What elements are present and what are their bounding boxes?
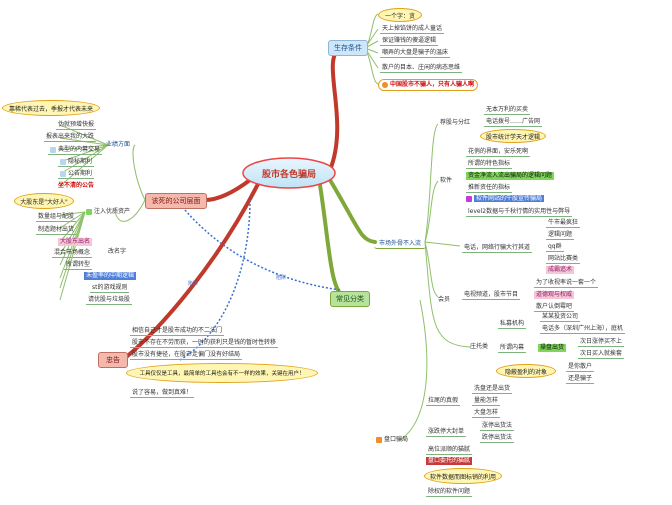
assets-item-4: 所谓转型 bbox=[64, 261, 93, 270]
branch-line-company bbox=[203, 178, 252, 202]
assets-label: 注入优质资产 bbox=[86, 208, 130, 216]
company-oval-1: 靠稀代表过去，季报才代表未来 bbox=[2, 100, 100, 116]
survival-warning: 中国股市不骗人，只有人骗人啊 bbox=[378, 79, 479, 91]
advice-item-2: 股市不存在不劳而获，一时的获利只是钱的暂时性转移 bbox=[130, 339, 279, 348]
org-label: 私募机构 bbox=[498, 320, 527, 329]
arrow-label-2: 陷阱 bbox=[188, 281, 199, 287]
rec-label: 荐股与分红 bbox=[440, 119, 471, 126]
assets-item-2: 制造题材出货 bbox=[36, 226, 77, 235]
tv-pink: 道德观与权威 bbox=[534, 291, 575, 299]
last-item-1: 未盈率的中期逻辑 bbox=[84, 272, 137, 280]
tv-item-1: 为了收视率说一套一个 bbox=[534, 279, 599, 288]
advice-last: 说了容易，做到真难！ bbox=[130, 389, 195, 398]
survival-item-2: 保证赚钱的傻逼逻辑 bbox=[380, 37, 439, 46]
soft-item-4: level2数据与千秋行情的实用性与弊导 bbox=[466, 208, 573, 217]
pankou-label: 盘口骗局 bbox=[376, 436, 408, 444]
insider-item-2: 次日买入就挨套 bbox=[578, 350, 625, 359]
center-title: 股市各色骗局 bbox=[261, 169, 316, 180]
last-item-2: st的游戏规则 bbox=[90, 284, 130, 293]
soft-item-2: 所谓的特色指标 bbox=[466, 160, 513, 169]
advice-oval: 工具仅仅是工具，最简单的工具也会有不一样的效果，关键在用户！ bbox=[126, 363, 318, 383]
zhuang-end-1: 是你散户 bbox=[566, 363, 595, 372]
company-oval-2: 大股东是"大好人" bbox=[14, 193, 74, 209]
org-item-1: 某某投资公司 bbox=[540, 313, 581, 322]
zhuang-oval: 隐蔽盈利的对象 bbox=[496, 364, 556, 378]
rec-item-2: 电话拨号……广告网 bbox=[484, 118, 543, 127]
pankou-sub-4: 涨停出货法 bbox=[480, 422, 515, 431]
survival-item-1: 天上掉馅饼的成人童话 bbox=[380, 25, 445, 34]
soft-label: 软件 bbox=[440, 177, 453, 184]
arrow-label-1: 陷阱 bbox=[276, 275, 287, 281]
phone-item-2: 逻辑问题 bbox=[546, 231, 575, 240]
branch-company[interactable]: 该死的公司层面 bbox=[145, 193, 207, 209]
branch-line-survival bbox=[328, 46, 342, 172]
survival-oval: 一个字：贪 bbox=[378, 8, 422, 22]
last-item-3: 请优股与垃圾股 bbox=[86, 296, 133, 305]
zhuang-end-2: 还是骗子 bbox=[566, 375, 595, 384]
pankou-red-blue: 盘口委托的猫腻 bbox=[426, 457, 473, 465]
phone-item-3: qq群 bbox=[546, 243, 564, 252]
pankou-sub-1: 洗盘还是出货 bbox=[472, 385, 513, 394]
center-node[interactable] bbox=[242, 157, 336, 189]
perf-item-red: 坐不清的公告 bbox=[58, 182, 95, 189]
tv-label: 电视频道，股市节目 bbox=[462, 291, 521, 300]
branch-market[interactable]: 市场外骨不入流 bbox=[374, 237, 426, 249]
rec-item-1: 无本万利的买卖 bbox=[484, 106, 531, 115]
survival-item-4: 散户的目本、庄闲的病态思维 bbox=[380, 64, 463, 73]
perf-item-3: 典型的内幕交易 bbox=[48, 146, 103, 155]
perf-item-1: 伪就预增快报 bbox=[56, 121, 97, 130]
pankou-sub-2: 量能怎样 bbox=[472, 397, 501, 406]
pankou-item-3: 高位派顺的猫腻 bbox=[426, 446, 473, 455]
member-label: 会员 bbox=[438, 296, 451, 303]
phone-label: 电话，网络行骗大行其道 bbox=[462, 244, 533, 253]
branch-line-advice bbox=[123, 178, 262, 360]
phone-item-1: 牛市最疯狂 bbox=[546, 219, 581, 228]
phone-pink: 成霸追术 bbox=[546, 266, 575, 274]
advice-item-1: 相信自己才是股市成功的不二法门 bbox=[130, 327, 225, 336]
side-rename: 改名字 bbox=[108, 248, 127, 255]
soft-green: 资金净流入流出骗局的逻辑问题 bbox=[466, 172, 555, 180]
insider-label: 所谓内幕 bbox=[498, 344, 527, 353]
soft-blue: 软件网站的牛股宣传骗局 bbox=[466, 195, 545, 203]
pankou-sub-5: 跌停出货法 bbox=[480, 434, 515, 443]
org-item-2: 电话多（深圳广州上海），庭机 bbox=[540, 325, 626, 334]
assets-item-1: 数量组与配股 bbox=[36, 213, 77, 222]
assets-item-3: 混合市场概念 bbox=[52, 249, 93, 258]
survival-item-3: 嘲弄的大盘是骗子的温床 bbox=[380, 49, 451, 58]
dotted-arrow-1 bbox=[184, 209, 341, 291]
branch-line-market bbox=[328, 178, 377, 244]
phone-item-4: 网站比赛类 bbox=[546, 255, 581, 264]
branch-classify[interactable]: 常见分类 bbox=[330, 291, 370, 307]
perf-label: 业绩方面 bbox=[106, 141, 131, 148]
soft-item-1: 花俏的界面，安乐死啊 bbox=[466, 148, 531, 157]
tv-last: 散户认倒霉吧 bbox=[534, 303, 575, 312]
perf-item-2: 报表出来我的大跌 bbox=[44, 133, 97, 142]
pankou-last: 除权的软件问题 bbox=[426, 488, 473, 497]
branch-advice[interactable]: 忠告 bbox=[98, 352, 128, 368]
branch-survival[interactable]: 生存条件 bbox=[328, 40, 368, 56]
soft-item-3: 推新资任的指标 bbox=[466, 184, 513, 193]
assets-item-red: 大股东出名 bbox=[58, 238, 93, 246]
insider-item-1: 次日涨停买不上 bbox=[578, 338, 625, 347]
pankou-sub-3: 大盘怎样 bbox=[472, 409, 501, 418]
pankou-item-2: 涨跌停大封单 bbox=[426, 428, 467, 437]
zhuang-label: 庄托类 bbox=[470, 343, 489, 350]
rec-oval: 股市统计学天才逻辑 bbox=[480, 129, 546, 143]
advice-item-3: 股市没有捷径，在股市走偏门没有好结局 bbox=[130, 351, 243, 360]
perf-item-4: 隐秘期利 bbox=[58, 158, 95, 167]
pankou-item-1: 拉尾的真假 bbox=[426, 397, 461, 406]
pankou-oval: 软件数据而图标销的利用 bbox=[424, 468, 502, 484]
perf-item-5: 公告期利 bbox=[58, 170, 95, 179]
insider-green: 操盘出货 bbox=[538, 344, 567, 352]
